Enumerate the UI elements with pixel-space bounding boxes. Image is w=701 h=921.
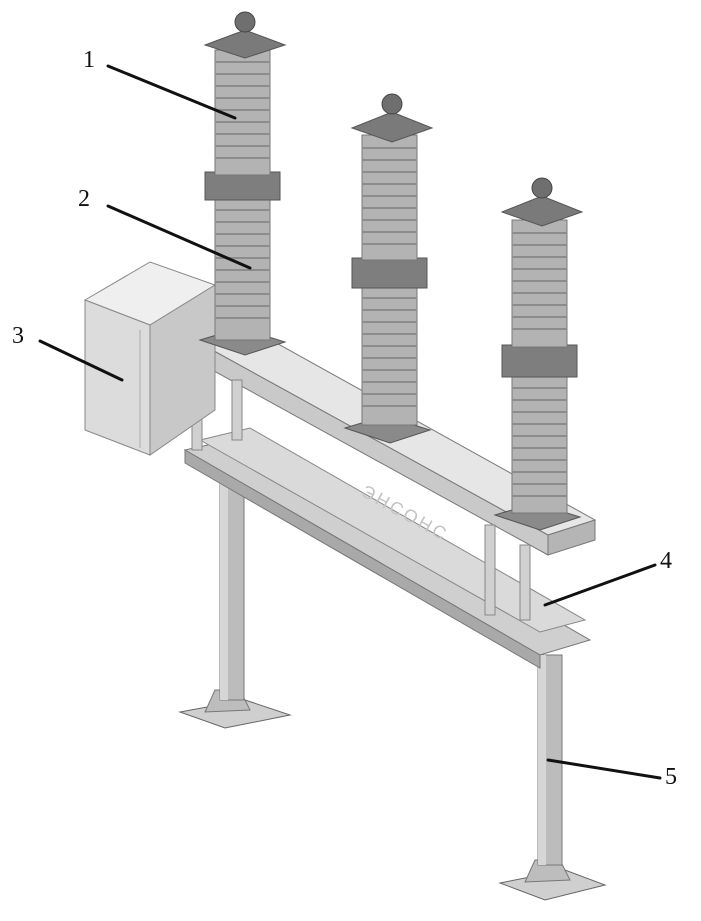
callout-1: 1 [83, 47, 95, 73]
leader-line-1 [106, 64, 237, 120]
support-column-right [498, 654, 607, 901]
leader-line-3 [38, 339, 124, 382]
leader-line-4 [543, 563, 657, 607]
insulator-pole-right [493, 177, 584, 531]
callout-4: 4 [660, 548, 672, 574]
leader-line-2 [106, 204, 252, 270]
callout-2: 2 [78, 186, 90, 212]
insulator-pole-left [198, 11, 287, 356]
control-cabinet [83, 261, 217, 456]
callout-5: 5 [665, 764, 677, 790]
callout-3: 3 [12, 323, 24, 349]
insulator-pole-middle [343, 93, 434, 444]
support-column-left [178, 469, 292, 729]
leader-line-5 [546, 758, 662, 780]
